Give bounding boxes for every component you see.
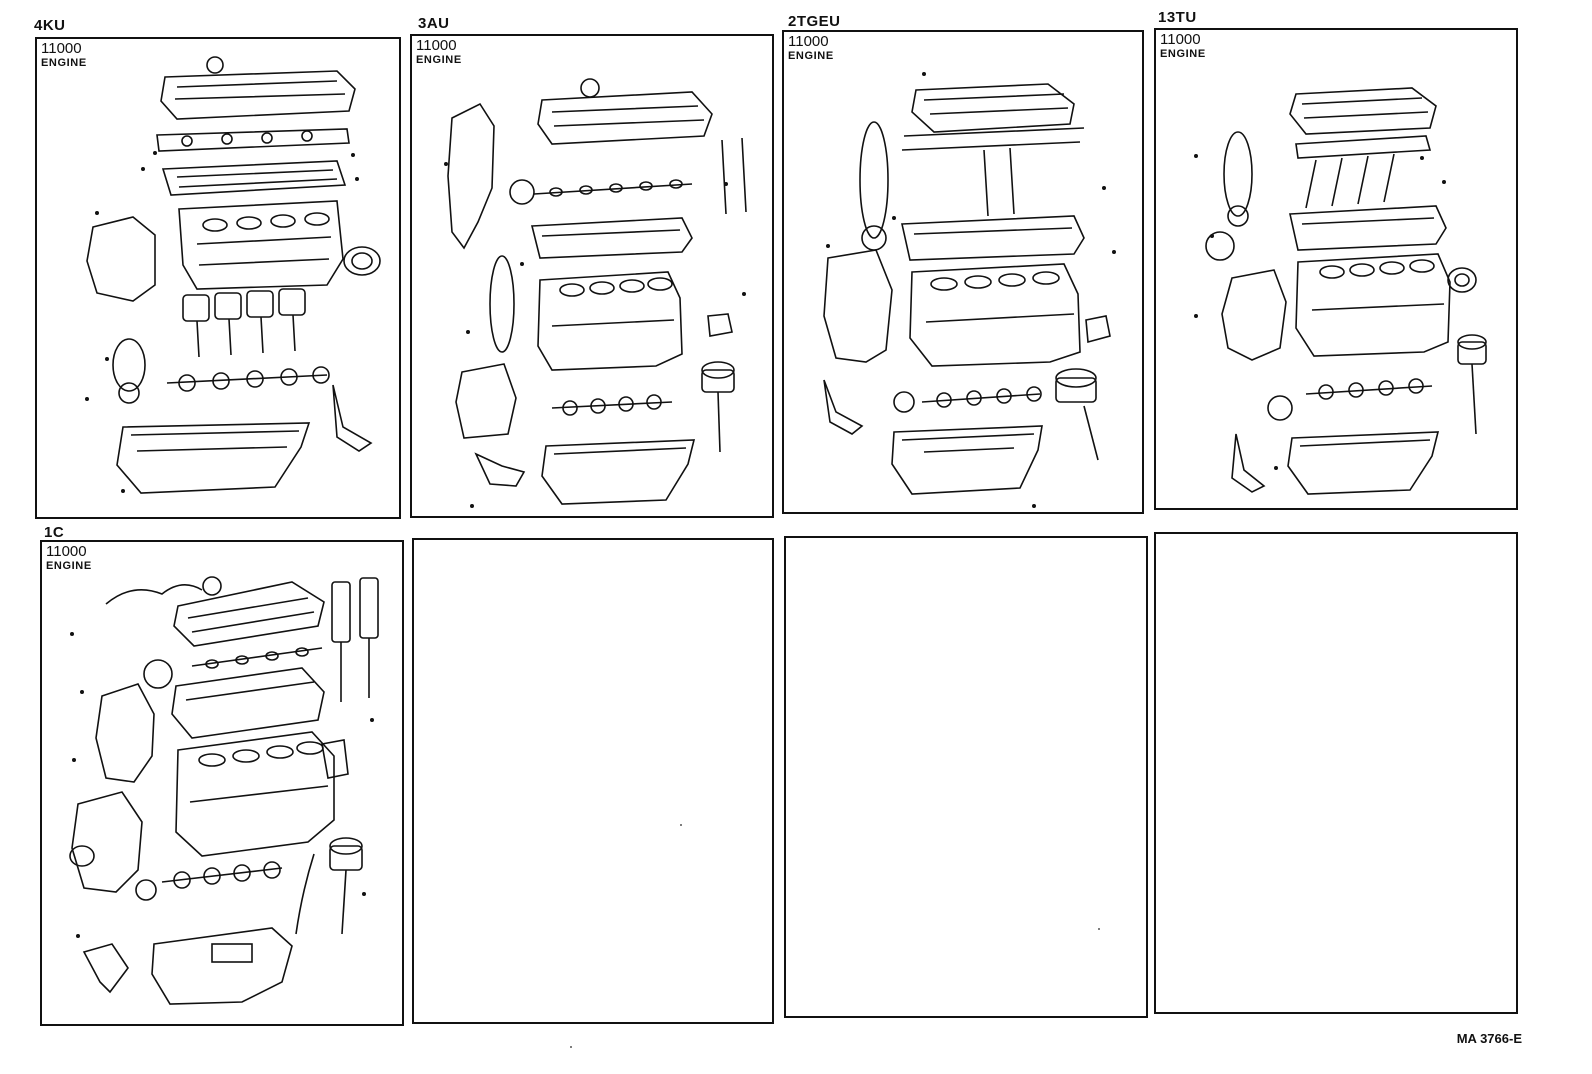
engine-exploded-diagram-1c — [69, 576, 379, 1005]
part-name: ENGINE — [1160, 48, 1206, 60]
model-label-1c: 1C — [44, 524, 65, 541]
model-label-13tu: 13TU — [1158, 9, 1197, 26]
engine-panel-3au[interactable]: 11000 ENGINE — [410, 34, 774, 518]
scan-speck — [570, 1046, 572, 1048]
engine-panel-1c[interactable]: 11000 ENGINE — [40, 540, 404, 1026]
engine-exploded-diagram-3au — [444, 78, 747, 508]
part-name: ENGINE — [788, 50, 834, 62]
scan-speck — [680, 824, 682, 826]
model-label-2tgeu: 2TGEU — [788, 13, 841, 30]
part-number: 11000 — [46, 543, 87, 560]
engine-exploded-diagram-4ku — [85, 56, 381, 494]
part-number: 11000 — [1160, 31, 1201, 48]
model-label-3au: 3AU — [418, 15, 450, 32]
engine-panel-4ku[interactable]: 11000 ENGINE — [35, 37, 401, 519]
engine-exploded-diagram-2tgeu — [823, 72, 1116, 508]
part-number: 11000 — [41, 40, 82, 57]
part-number: 11000 — [788, 33, 829, 50]
engine-panel-13tu[interactable]: 11000 ENGINE — [1154, 28, 1518, 510]
scan-speck — [1098, 928, 1100, 930]
part-name: ENGINE — [46, 560, 92, 572]
part-name: ENGINE — [416, 54, 462, 66]
drawing-code: MA 3766-E — [1456, 1031, 1522, 1046]
empty-panel-2 — [784, 536, 1148, 1018]
engine-panel-2tgeu[interactable]: 11000 ENGINE — [782, 30, 1144, 514]
part-number: 11000 — [416, 37, 457, 54]
model-label-4ku: 4KU — [34, 17, 66, 34]
empty-panel-1 — [412, 538, 774, 1024]
empty-panel-3 — [1154, 532, 1518, 1014]
part-name: ENGINE — [41, 57, 87, 69]
engine-exploded-diagram-13tu — [1194, 87, 1487, 495]
